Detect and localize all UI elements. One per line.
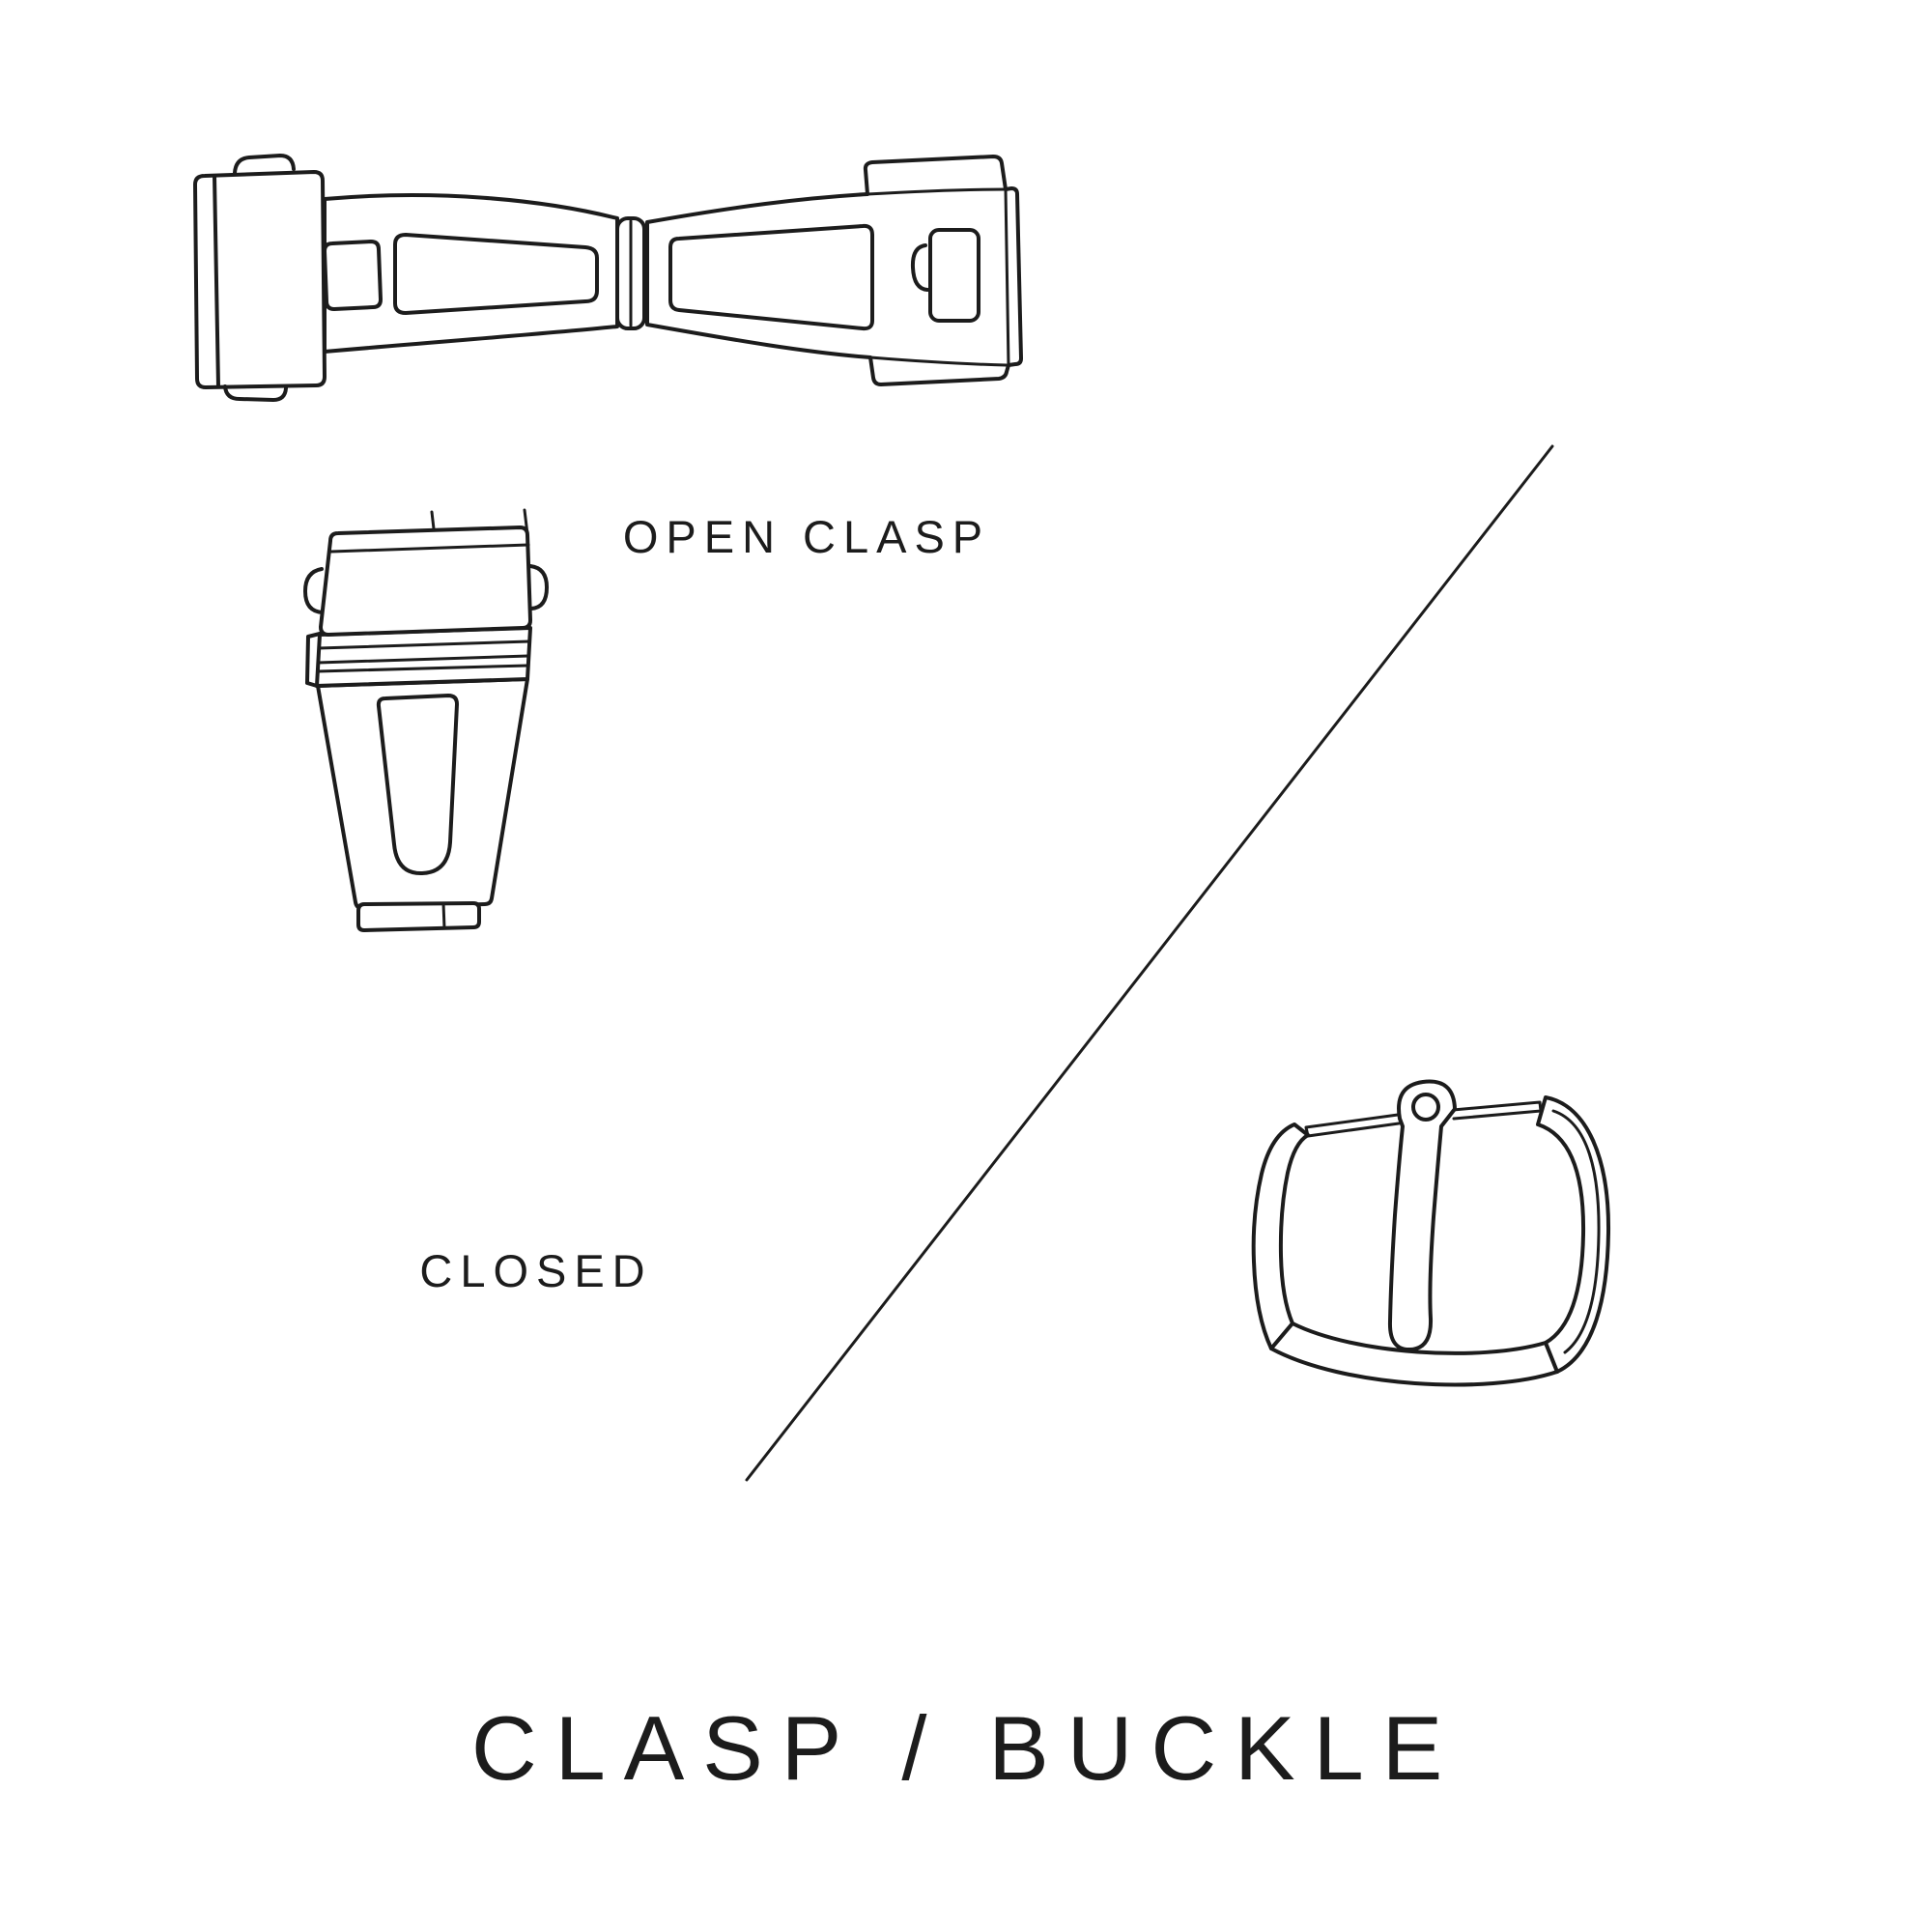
buckle-tongue — [1387, 1079, 1457, 1351]
closed-side-tab-left — [303, 567, 325, 614]
closed-body — [316, 677, 529, 910]
clasp-right-arm-seam-bottom — [868, 355, 1009, 367]
clasp-right-arm-seam-top — [866, 187, 1008, 196]
open-clasp-label: OPEN CLASP — [622, 511, 991, 562]
clasp-left-fold-top-tab — [233, 154, 296, 175]
divider-line — [745, 444, 1554, 1482]
clasp-latch-cutout — [928, 228, 980, 323]
buckle-tongue-loop-hole — [1411, 1093, 1440, 1122]
clasp-right-end-cap — [1004, 187, 1010, 367]
divider-stroke — [745, 444, 1554, 1482]
closed-band-left-tab — [305, 632, 322, 688]
clasp-notch — [323, 240, 383, 311]
clasp-left-fold-edge — [213, 174, 220, 388]
closed-top-box-line — [329, 543, 530, 554]
clasp-latch-hook — [910, 243, 929, 292]
clasp-left-fold-bottom-tab — [223, 384, 288, 402]
closed-band-line-1 — [317, 639, 531, 650]
closed-band-line-3 — [316, 664, 529, 673]
clasp-left-arm — [323, 193, 619, 354]
closed-foot-line — [441, 901, 446, 930]
closed-clasp-illustration — [303, 508, 549, 932]
pin-buckle-illustration — [1251, 1079, 1611, 1387]
closed-side-tab-right — [528, 564, 549, 611]
closed-top-box — [319, 526, 532, 637]
buckle-right-bar-highlight — [1551, 1109, 1601, 1354]
clasp-left-fold — [193, 170, 327, 389]
clasp-right-arm-inner — [668, 223, 874, 331]
closed-band-line-2 — [316, 654, 530, 665]
closed-body-inner — [376, 694, 459, 876]
closed-clasp-label: CLOSED — [419, 1245, 653, 1296]
buckle-left-bar — [1251, 1122, 1310, 1350]
buckle-axle-right — [1451, 1100, 1543, 1121]
closed-foot — [356, 901, 481, 932]
clasp-left-arm-inner — [393, 233, 599, 315]
buckle-axle-left — [1304, 1113, 1401, 1138]
open-clasp-illustration — [193, 154, 1023, 402]
diagram-title: CLASP / BUCKLE — [470, 1697, 1462, 1799]
